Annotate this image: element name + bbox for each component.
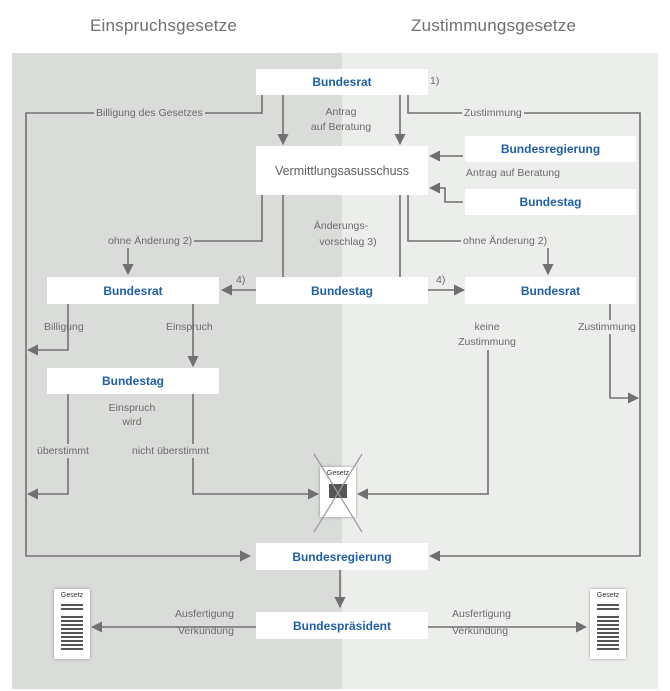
note-1: 1)	[430, 75, 440, 87]
bundesregierung-bottom-box: Bundesregierung	[256, 543, 428, 570]
label-ohne-aenderung-left: ohne Änderung 2)	[106, 234, 195, 248]
label-ausfertigung-right-line1: Ausfertigung	[452, 608, 511, 620]
label-einspruch: Einspruch	[166, 321, 213, 333]
label-ausfertigung-left-line1: Ausfertigung	[175, 608, 234, 620]
label-ausfertigung-left-line2: Verkündung	[177, 625, 234, 637]
label-nicht-ueberstimmt: nicht überstimmt	[130, 444, 212, 458]
label-antrag-auf-beratung-right: Antrag auf Beratung	[466, 167, 560, 179]
heading-einspruchsgesetze: Einspruchsgesetze	[90, 16, 238, 35]
label-ausfertigung-right-line2: Verkündung	[452, 625, 509, 637]
gesetz-failed-title: Gesetz	[326, 470, 350, 477]
label-zustimmung-right: Zustimmung	[576, 320, 638, 334]
bundestag-middle-box: Bundestag	[256, 277, 428, 304]
label-aenderungsvorschlag-line2: vorschlag 3)	[319, 236, 377, 248]
gesetz-failed-seal-icon	[329, 484, 347, 498]
vermittlungsausschuss-box: Vermittlungsasusschuss	[256, 146, 428, 195]
bundesregierung-right-box: Bundesregierung	[465, 136, 636, 162]
label-einspruch-wird-line1: Einspruch	[108, 402, 156, 414]
label-einspruch-wird-line2: wird	[122, 416, 142, 428]
label-zustimmung-top: Zustimmung	[462, 106, 524, 120]
label-billigung: Billigung	[44, 321, 84, 333]
label-keine-zustimmung-line1: keine	[474, 321, 500, 333]
label-ueberstimmt: überstimmt	[35, 444, 91, 458]
bundestag-left-box: Bundestag	[47, 368, 219, 394]
cross-out-icon	[313, 453, 363, 533]
bundestag-right-box: Bundestag	[465, 189, 636, 215]
note-4-right: 4)	[436, 274, 446, 286]
label-billigung-des-gesetzes: Billigung des Gesetzes	[94, 106, 205, 120]
label-ohne-aenderung-right: ohne Änderung 2)	[461, 234, 550, 248]
label-keine-zustimmung-line2: Zustimmung	[456, 335, 518, 349]
bundespraesident-box: Bundespräsident	[256, 612, 428, 639]
bundesrat-top-box: Bundesrat	[256, 69, 428, 95]
gesetz-left-document-icon: Gesetz	[54, 589, 90, 659]
bundesrat-right-box: Bundesrat	[465, 277, 636, 304]
label-antrag-line2: auf Beratung	[310, 121, 372, 133]
gesetz-right-title: Gesetz	[596, 592, 620, 599]
label-aenderungsvorschlag-line1: Änderungs-	[313, 220, 369, 232]
gesetz-right-document-icon: Gesetz	[590, 589, 626, 659]
heading-zustimmungsgesetze: Zustimmungsgesetze	[411, 16, 577, 35]
label-antrag-line1: Antrag	[325, 106, 357, 118]
bundesrat-left-box: Bundesrat	[47, 277, 219, 304]
note-4-left: 4)	[236, 274, 246, 286]
gesetz-left-title: Gesetz	[60, 592, 84, 599]
